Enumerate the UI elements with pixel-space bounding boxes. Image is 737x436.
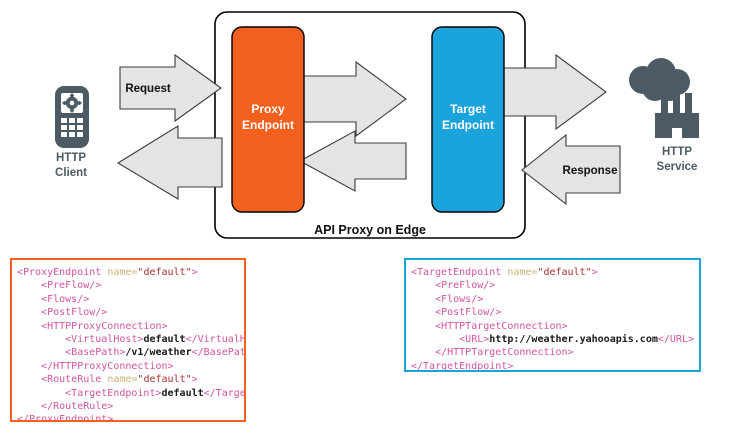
- code-token-attr: name=: [107, 267, 138, 278]
- code-line: <Flows/>: [17, 293, 244, 306]
- code-token-tag: >: [191, 374, 198, 386]
- arrow-request: Request: [119, 53, 222, 123]
- code-token-tag: </VirtualHost>: [185, 333, 246, 345]
- code-token-attr: name=: [507, 267, 538, 278]
- code-token-tag: <TargetEndpoint: [411, 267, 508, 278]
- code-line: <PostFlow/>: [411, 306, 699, 319]
- code-token-tag: <Flows/>: [411, 293, 484, 305]
- code-line: <ProxyEndpoint name="default">: [17, 266, 244, 279]
- code-line: <PreFlow/>: [411, 279, 699, 292]
- proxy-endpoint-code-panel[interactable]: <ProxyEndpoint name="default"> <PreFlow/…: [10, 258, 246, 422]
- code-token-tag: <PostFlow/>: [411, 307, 502, 319]
- arrow-response-label: Response: [563, 165, 618, 177]
- code-token-val: "default": [137, 374, 192, 386]
- http-service-label-line1: HTTP: [662, 146, 692, 158]
- code-token-txt: default: [161, 387, 204, 399]
- code-line: <PreFlow/>: [17, 279, 244, 292]
- proxy-endpoint-node[interactable]: Proxy Endpoint: [231, 26, 305, 213]
- code-token-tag: </BasePath>: [191, 347, 246, 359]
- code-line: <PostFlow/>: [17, 306, 244, 319]
- code-token-val: "default": [537, 267, 592, 278]
- code-token-tag: >: [191, 267, 198, 278]
- code-line: <URL>http://weather.yahooapis.com</URL>: [411, 333, 699, 346]
- target-endpoint-node[interactable]: Target Endpoint: [431, 26, 505, 213]
- code-token-tag: </ProxyEndpoint>: [17, 414, 114, 422]
- code-line: <Flows/>: [411, 293, 699, 306]
- code-line: <HTTPTargetConnection>: [411, 320, 699, 333]
- code-token-tag: <PreFlow/>: [17, 280, 102, 292]
- code-token-tag: <ProxyEndpoint: [17, 267, 108, 278]
- code-token-tag: <Flows/>: [17, 293, 90, 305]
- code-token-val: "default": [137, 267, 192, 278]
- target-endpoint-label-line1: Target: [450, 102, 486, 116]
- mobile-phone-gear-icon: [55, 86, 89, 148]
- http-client-label-line2: Client: [55, 167, 87, 179]
- code-line: </HTTPTargetConnection>: [411, 346, 699, 359]
- code-token-tag: <TargetEndpoint>: [17, 387, 162, 399]
- arrow-proxy-to-client: [116, 125, 223, 200]
- proxy-endpoint-label-line2: Endpoint: [242, 118, 294, 132]
- code-token-tag: >: [591, 267, 598, 278]
- code-line: </ProxyEndpoint>: [17, 413, 244, 422]
- code-line: </RouteRule>: [17, 400, 244, 413]
- arrow-target-to-proxy: [298, 130, 407, 192]
- http-service-node: HTTP Service: [629, 58, 699, 173]
- code-token-txt: http://weather.yahooapis.com: [489, 333, 658, 345]
- target-endpoint-label-line2: Endpoint: [442, 118, 494, 132]
- http-client-node: HTTP Client: [55, 86, 89, 179]
- target-endpoint-code-panel[interactable]: <TargetEndpoint name="default"> <PreFlow…: [404, 258, 701, 372]
- code-line: <HTTPProxyConnection>: [17, 320, 244, 333]
- code-token-attr: name=: [107, 374, 138, 386]
- api-proxy-container-label: API Proxy on Edge: [314, 223, 426, 237]
- code-token-tag: </RouteRule>: [17, 400, 114, 412]
- arrow-request-label: Request: [125, 83, 171, 95]
- code-token-tag: </HTTPTargetConnection>: [411, 347, 574, 359]
- code-token-tag: </HTTPProxyConnection>: [17, 360, 174, 372]
- http-service-label-line2: Service: [657, 161, 698, 173]
- arrow-proxy-to-target: [299, 60, 407, 138]
- code-line: <BasePath>/v1/weather</BasePath>: [17, 346, 244, 359]
- code-token-tag: <HTTPProxyConnection>: [17, 320, 168, 332]
- code-token-tag: </URL>: [657, 333, 694, 345]
- code-token-tag: <HTTPTargetConnection>: [411, 320, 568, 332]
- http-client-label-line1: HTTP: [56, 152, 86, 164]
- code-token-tag: <BasePath>: [17, 347, 126, 359]
- proxy-endpoint-label-line1: Proxy: [251, 102, 285, 116]
- code-token-tag: <PreFlow/>: [411, 280, 496, 292]
- cloud-factory-icon: [629, 58, 699, 138]
- code-token-tag: </TargetEndpoint>: [203, 387, 246, 399]
- arrow-target-to-service: [499, 53, 607, 131]
- code-line: </HTTPProxyConnection>: [17, 360, 244, 373]
- code-line: <TargetEndpoint>default</TargetEndpoint>: [17, 387, 244, 400]
- code-token-txt: /v1/weather: [125, 347, 192, 359]
- code-line: <VirtualHost>default</VirtualHost>: [17, 333, 244, 346]
- code-line: </TargetEndpoint>: [411, 360, 699, 372]
- code-token-tag: <PostFlow/>: [17, 307, 108, 319]
- code-line: <RouteRule name="default">: [17, 373, 244, 386]
- code-token-tag: <URL>: [411, 333, 490, 345]
- code-token-tag: <RouteRule: [17, 374, 108, 386]
- code-token-tag: </TargetEndpoint>: [411, 360, 514, 372]
- code-line: <TargetEndpoint name="default">: [411, 266, 699, 279]
- code-token-tag: <VirtualHost>: [17, 333, 144, 345]
- code-token-txt: default: [143, 333, 186, 345]
- arrow-response: Response: [521, 133, 621, 206]
